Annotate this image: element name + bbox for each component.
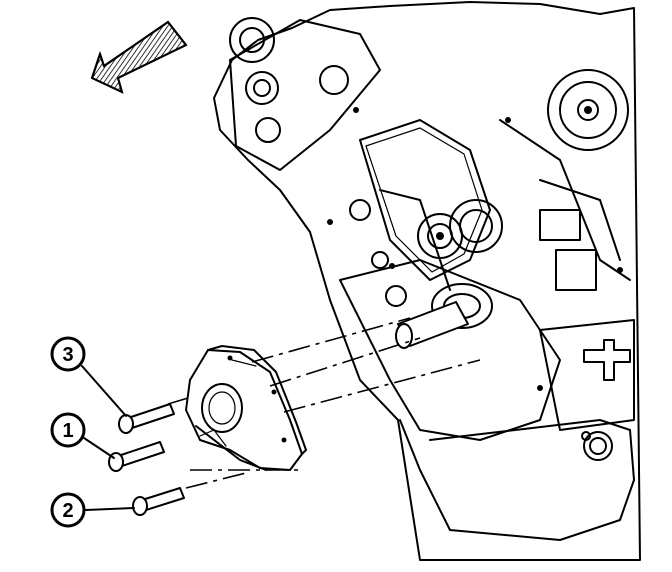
- callout-3: 3: [50, 336, 86, 372]
- bolt-3: [118, 403, 175, 434]
- callout-3-label: 3: [62, 344, 73, 366]
- front-direction-arrow-icon: [90, 20, 188, 94]
- bolt-2: [132, 487, 185, 516]
- front-cover-part: [185, 345, 307, 471]
- engine-block-illustration: [213, 1, 641, 561]
- callout-2: 2: [50, 492, 86, 528]
- callout-2-label: 2: [62, 500, 73, 522]
- alignment-lines: [167, 317, 481, 489]
- callout-1: 1: [50, 412, 86, 448]
- callout-leaders: [81, 365, 135, 511]
- bolt-1: [108, 441, 165, 472]
- callout-1-label: 1: [62, 420, 73, 442]
